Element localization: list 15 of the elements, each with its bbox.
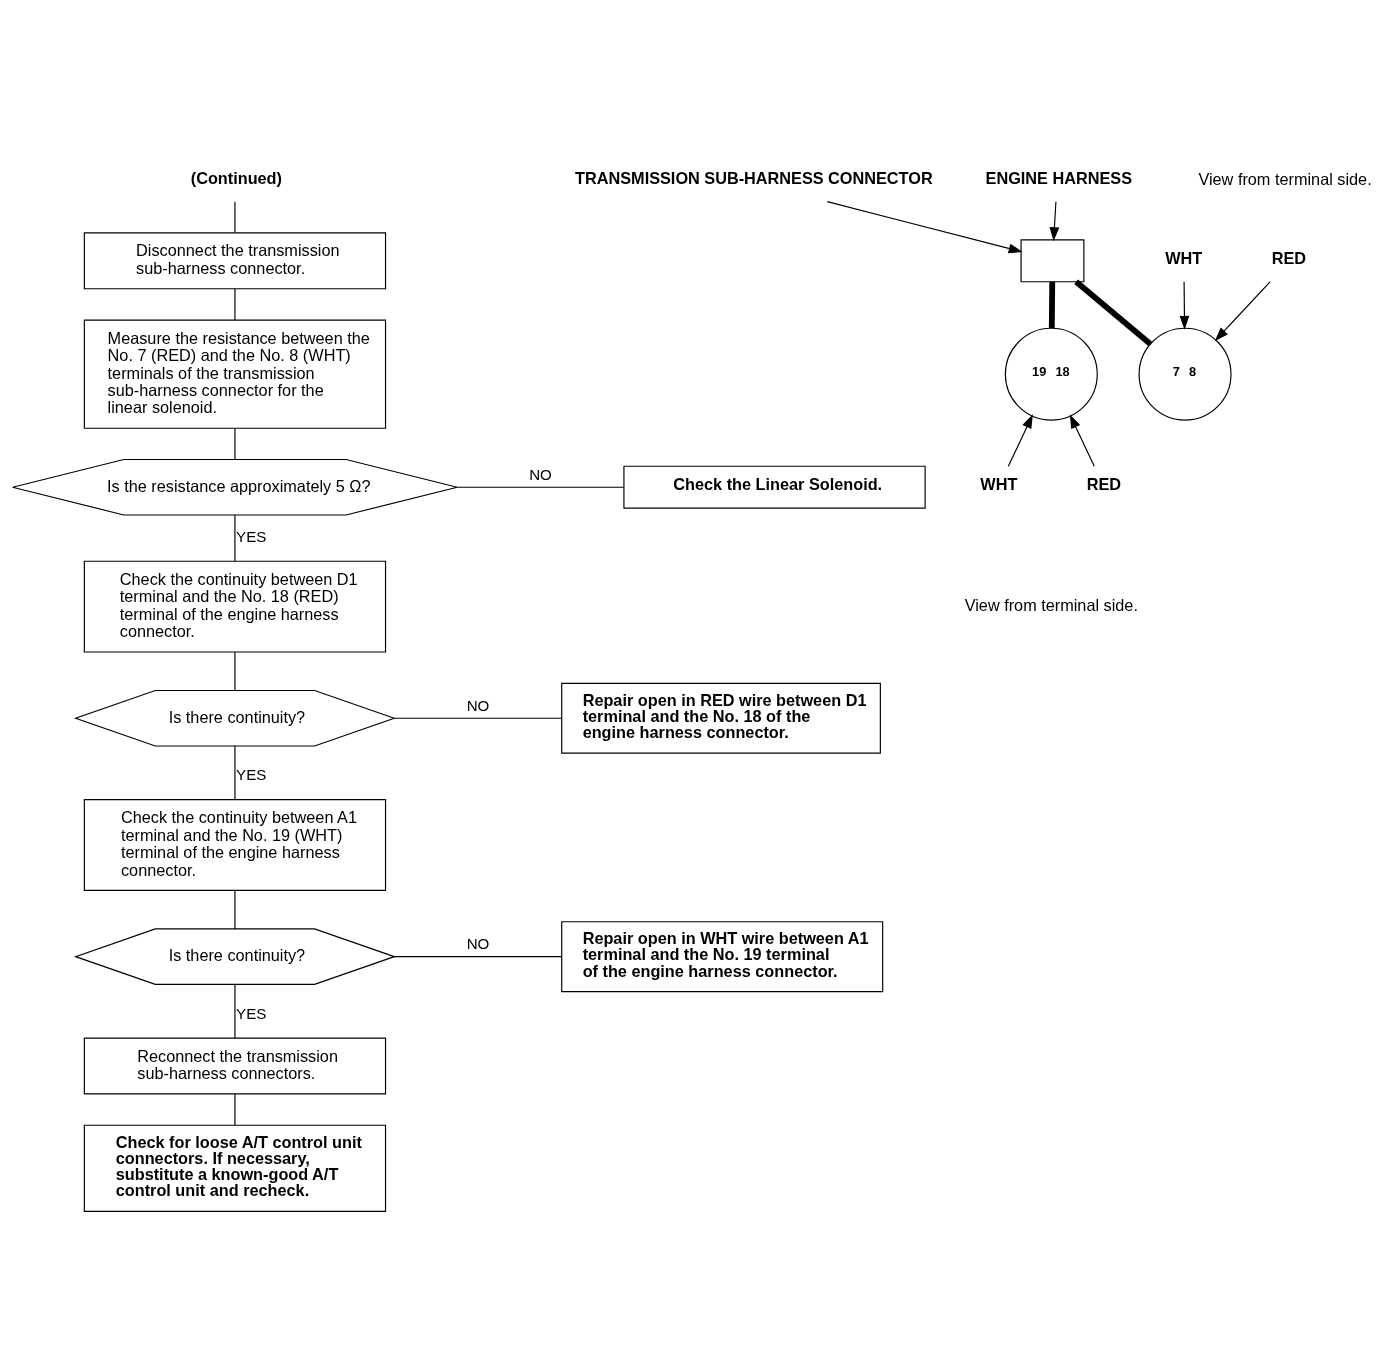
edge-label: NO [466, 934, 490, 952]
edge-label: YES [236, 765, 267, 783]
edge-label: YES [236, 1004, 267, 1022]
node-text: ENGINE HARNESS [985, 168, 1133, 187]
node-text: RED [1271, 248, 1307, 267]
label: View from terminal side. [964, 595, 1138, 614]
edge-label: NO [466, 696, 490, 714]
node-text: (Continued) [190, 168, 282, 187]
node-text: RED [1086, 474, 1122, 493]
label: View from terminal side. [1198, 169, 1372, 188]
node-text: WHT [1165, 248, 1203, 267]
edge-label: NO [529, 465, 552, 483]
node-text: WHT [980, 474, 1018, 493]
node-text: TRANSMISSION SUB-HARNESS CONNECTOR [575, 168, 933, 187]
edge-label: YES [236, 527, 267, 545]
